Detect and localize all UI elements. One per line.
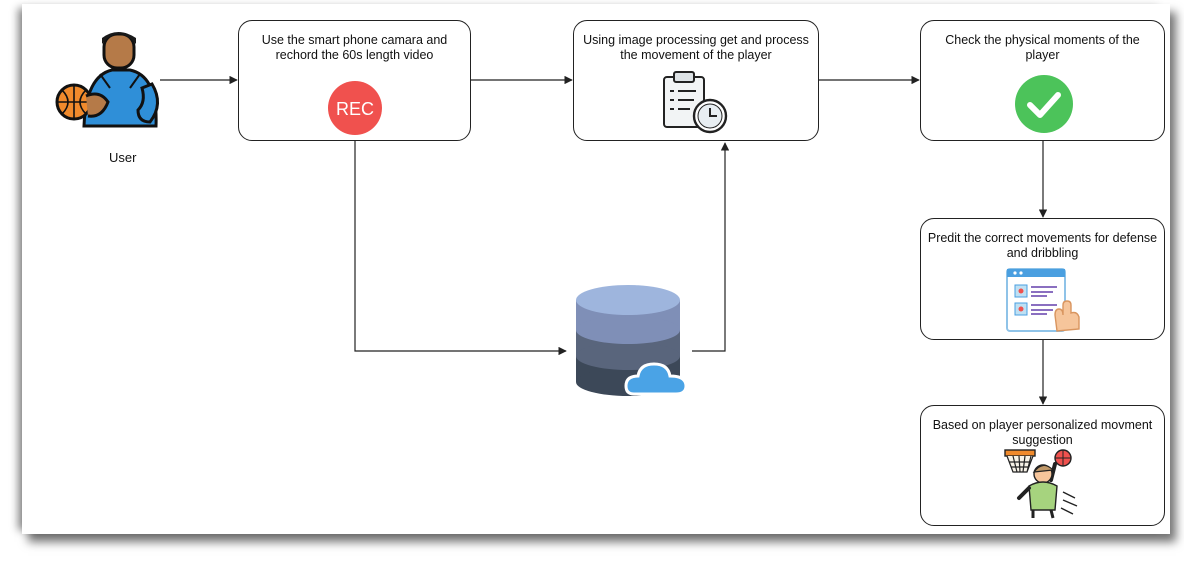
step-record-box[interactable]: Use the smart phone camara and rechord t…	[238, 20, 471, 141]
clipboard-clock-icon	[663, 71, 728, 134]
step-suggest-text: Based on player personalized movment sug…	[932, 418, 1153, 447]
step-predict-box[interactable]: Predit the correct movements for defense…	[920, 218, 1165, 340]
step-process-text: Using image processing get and process t…	[583, 33, 809, 62]
step-predict-text: Predit the correct movements for defense…	[927, 231, 1158, 260]
rec-icon: REC	[328, 81, 382, 135]
basketball-player-icon	[55, 32, 159, 128]
arrow-database-to-process	[692, 142, 730, 352]
step-record-text: Use the smart phone camara and rechord t…	[261, 33, 448, 62]
step-process-box[interactable]: Using image processing get and process t…	[573, 20, 819, 141]
arrow-record-to-database	[354, 141, 567, 356]
step-suggest-box[interactable]: Based on player personalized movment sug…	[920, 405, 1165, 526]
check-icon	[1015, 75, 1073, 133]
rec-badge-text: REC	[336, 99, 374, 119]
check-badge	[1015, 75, 1073, 133]
user-label: User	[109, 150, 137, 165]
step-check-box[interactable]: Check the physical moments of the player	[920, 20, 1165, 141]
player-dunking-hoop-icon	[1004, 449, 1078, 519]
rec-badge	[328, 81, 382, 135]
tablet-touch-icon	[1006, 268, 1080, 332]
step-check-text: Check the physical moments of the player	[945, 33, 1140, 62]
cloud-database-icon[interactable]	[576, 284, 690, 396]
